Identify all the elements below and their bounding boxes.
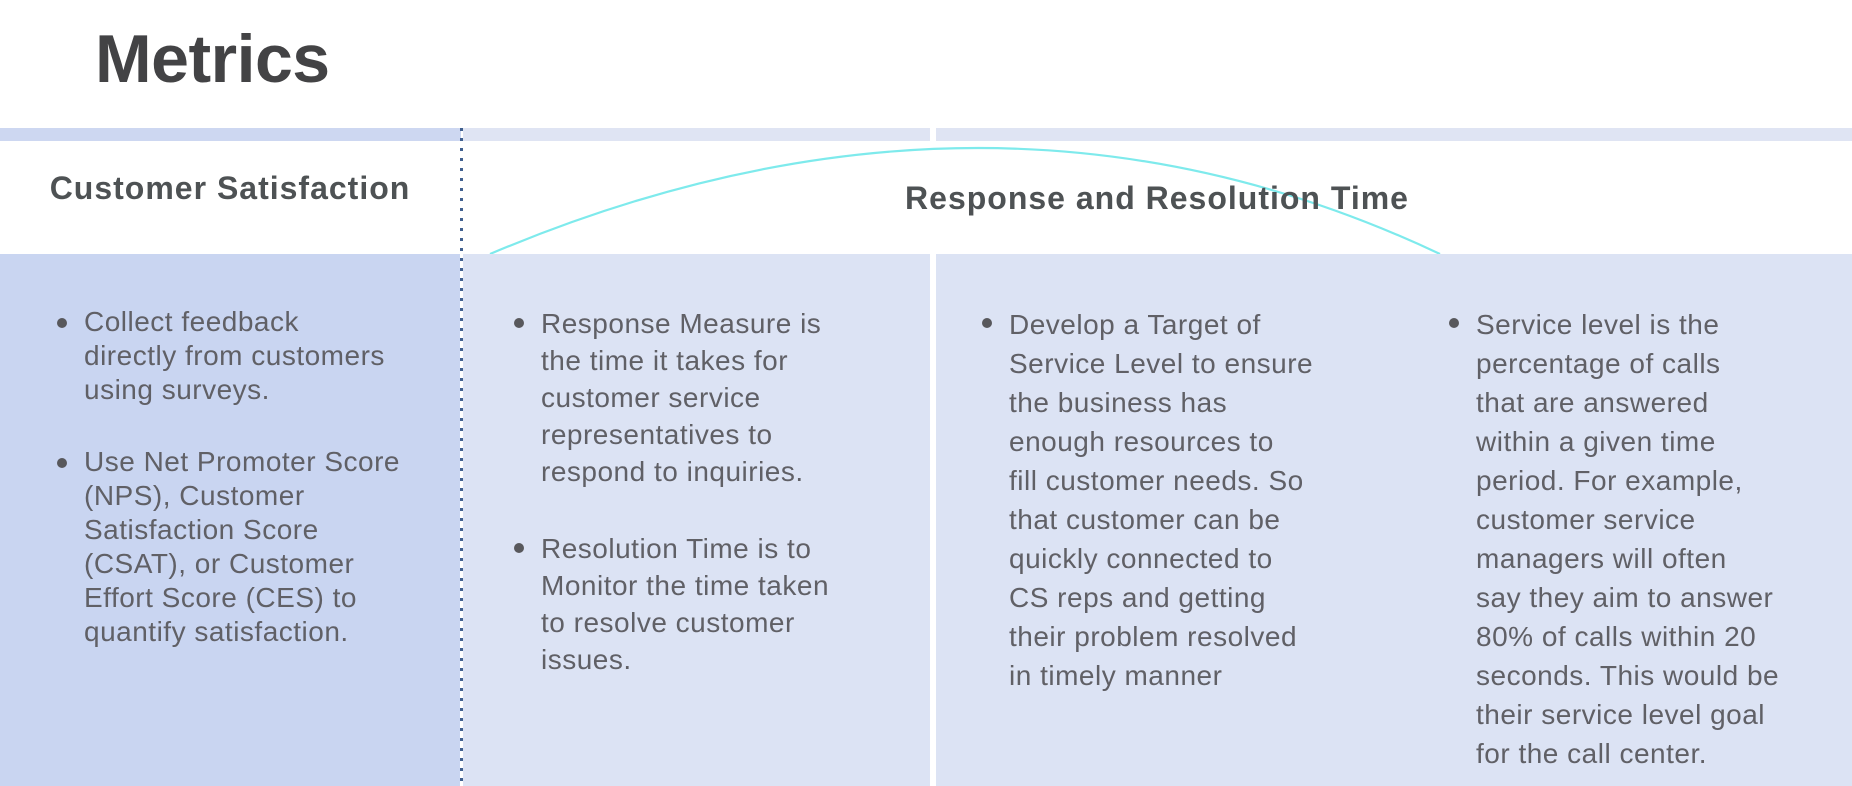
page-title: Metrics <box>95 21 330 97</box>
bullet-dot <box>57 318 67 328</box>
bullet-item: Service level is the percentage of calls… <box>1449 305 1852 773</box>
dotted-divider <box>460 128 463 786</box>
bullet-dot <box>514 318 524 328</box>
header-band-middle <box>463 128 930 141</box>
bullet-text: Collect feedback directly from customers… <box>84 306 385 405</box>
customer-satisfaction-bullet-list: Collect feedback directly from customers… <box>57 305 484 649</box>
header-band-left <box>0 128 461 141</box>
service-level-target-bullet-list: Develop a Target of Service Level to ens… <box>982 305 1409 695</box>
bullet-item: Develop a Target of Service Level to ens… <box>982 305 1409 695</box>
bullet-item: Use Net Promoter Score (NPS), Customer S… <box>57 445 484 649</box>
bullet-text: Response Measure is the time it takes fo… <box>541 308 822 487</box>
bullet-dot <box>1449 318 1459 328</box>
response-time-bullet-list: Response Measure is the time it takes fo… <box>514 305 941 718</box>
bullet-item: Collect feedback directly from customers… <box>57 305 484 407</box>
bullet-item: Resolution Time is to Monitor the time t… <box>514 530 941 678</box>
column-header-response-resolution: Response and Resolution Time <box>905 180 1409 216</box>
header-band-right <box>936 128 1852 141</box>
bullet-text: Resolution Time is to Monitor the time t… <box>541 533 830 675</box>
bullet-text: Develop a Target of Service Level to ens… <box>1009 309 1314 691</box>
bullet-item: Response Measure is the time it takes fo… <box>514 305 941 490</box>
bullet-dot <box>514 543 524 553</box>
bullet-dot <box>57 458 67 468</box>
service-level-definition-bullet-list: Service level is the percentage of calls… <box>1449 305 1852 773</box>
bullet-text: Service level is the percentage of calls… <box>1476 309 1780 769</box>
column1-background <box>0 254 460 786</box>
column3-4-background <box>936 254 1852 786</box>
column2-background <box>463 254 930 786</box>
bullet-dot <box>982 318 992 328</box>
bullet-text: Use Net Promoter Score (NPS), Customer S… <box>84 446 400 647</box>
column-header-customer-satisfaction: Customer Satisfaction <box>49 170 411 206</box>
